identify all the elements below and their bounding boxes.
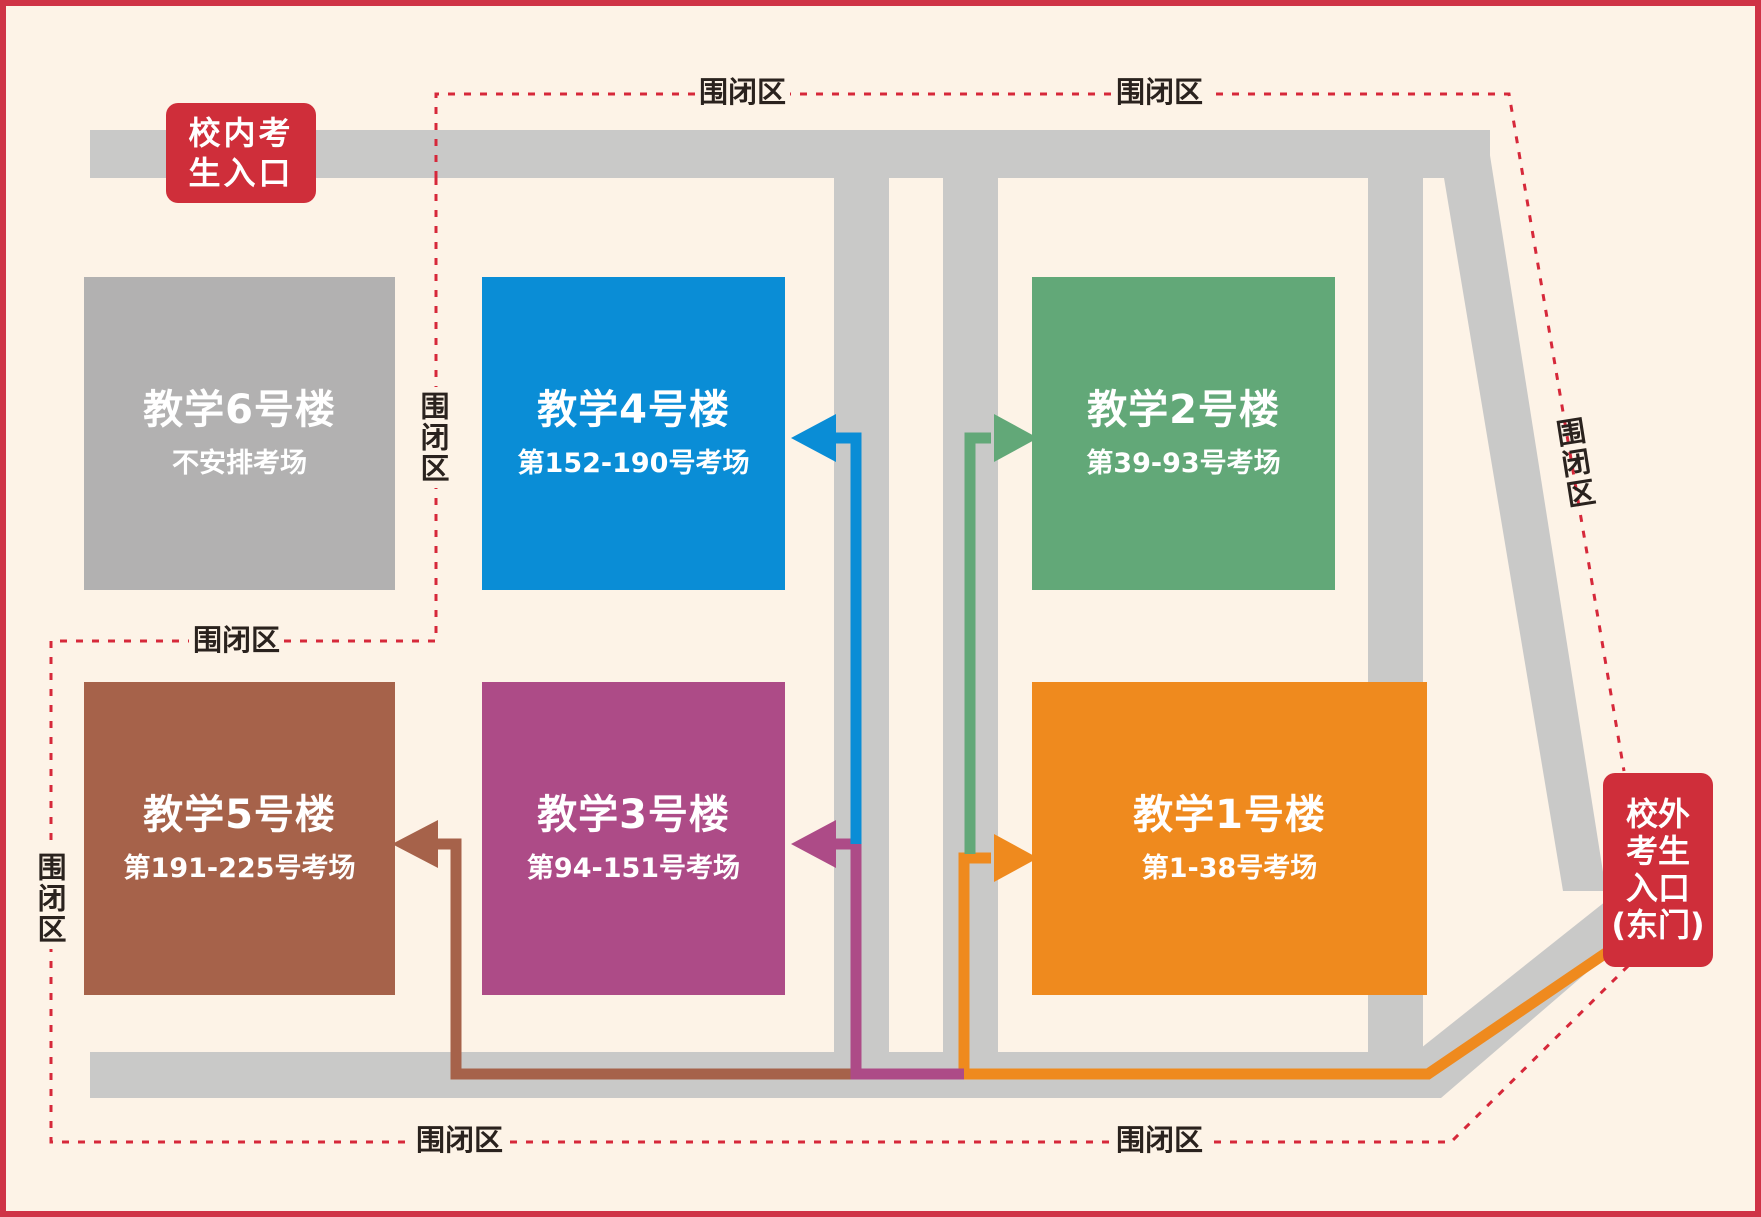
external-entrance-line-3: 入口 [1625,869,1690,907]
building-1-name: 教学1号楼 [1133,792,1326,839]
building-6[interactable]: 教学6号楼 不安排考场 [84,277,395,590]
arrow-to-building-1 [994,834,1038,882]
restricted-zone-label-north-1: 围闭区 [695,78,791,107]
building-6-name: 教学6号楼 [143,387,336,434]
north-road [90,130,1490,178]
building-6-rooms: 不安排考场 [172,448,307,480]
restricted-zone-label-mid-west: 围闭区 [189,626,285,655]
building-5-name: 教学5号楼 [143,792,336,839]
building-2-rooms: 第39-93号考场 [1086,448,1281,480]
restricted-zone-label-west-inner: 围闭区 [416,387,450,488]
restricted-zone-label-south-2: 围闭区 [1112,1126,1208,1155]
building-3[interactable]: 教学3号楼 第94-151号考场 [482,682,785,995]
building-3-name: 教学3号楼 [537,792,730,839]
internal-student-entrance[interactable]: 校内考 生入口 [166,103,316,203]
internal-entrance-line-2: 生入口 [188,154,294,192]
external-entrance-line-1: 校外 [1625,795,1690,834]
restricted-zone-label-north-2: 围闭区 [1112,78,1208,107]
route-arrows [392,414,1038,882]
restricted-zone-label-west: 围闭区 [33,848,67,949]
restricted-zone-label-south-1: 围闭区 [412,1126,508,1155]
building-4-rooms: 第152-190号考场 [517,448,750,480]
building-2-name: 教学2号楼 [1087,387,1280,434]
arrow-to-building-3 [791,820,836,868]
route-building-4 [836,432,862,844]
building-1[interactable]: 教学1号楼 第1-38号考场 [1032,682,1427,995]
restricted-boundary [49,92,1630,1144]
external-entrance-line-4: (东门) [1611,905,1705,944]
east-diagonal-road [1436,130,1606,891]
building-1-rooms: 第1-38号考场 [1141,853,1318,885]
building-4-name: 教学4号楼 [537,387,730,434]
route-building-2 [964,432,991,854]
external-entrance-line-2: 考生 [1625,832,1690,871]
arrow-to-building-2 [994,414,1038,462]
building-4[interactable]: 教学4号楼 第152-190号考场 [482,277,785,590]
building-3-rooms: 第94-151号考场 [526,853,741,885]
arrow-to-building-4 [791,414,836,462]
building-5-rooms: 第191-225号考场 [123,853,356,885]
building-5[interactable]: 教学5号楼 第191-225号考场 [84,682,395,995]
route-building-3 [836,838,964,1080]
route-building-5 [426,838,856,1080]
arrow-to-building-5 [392,820,438,868]
building-2[interactable]: 教学2号楼 第39-93号考场 [1032,277,1335,590]
external-student-entrance-east-gate[interactable]: 校外 考生 入口 (东门) [1603,773,1713,967]
internal-entrance-line-1: 校内考 [188,114,294,152]
routes [426,432,1632,1080]
boundary-west-south [49,178,1630,1144]
